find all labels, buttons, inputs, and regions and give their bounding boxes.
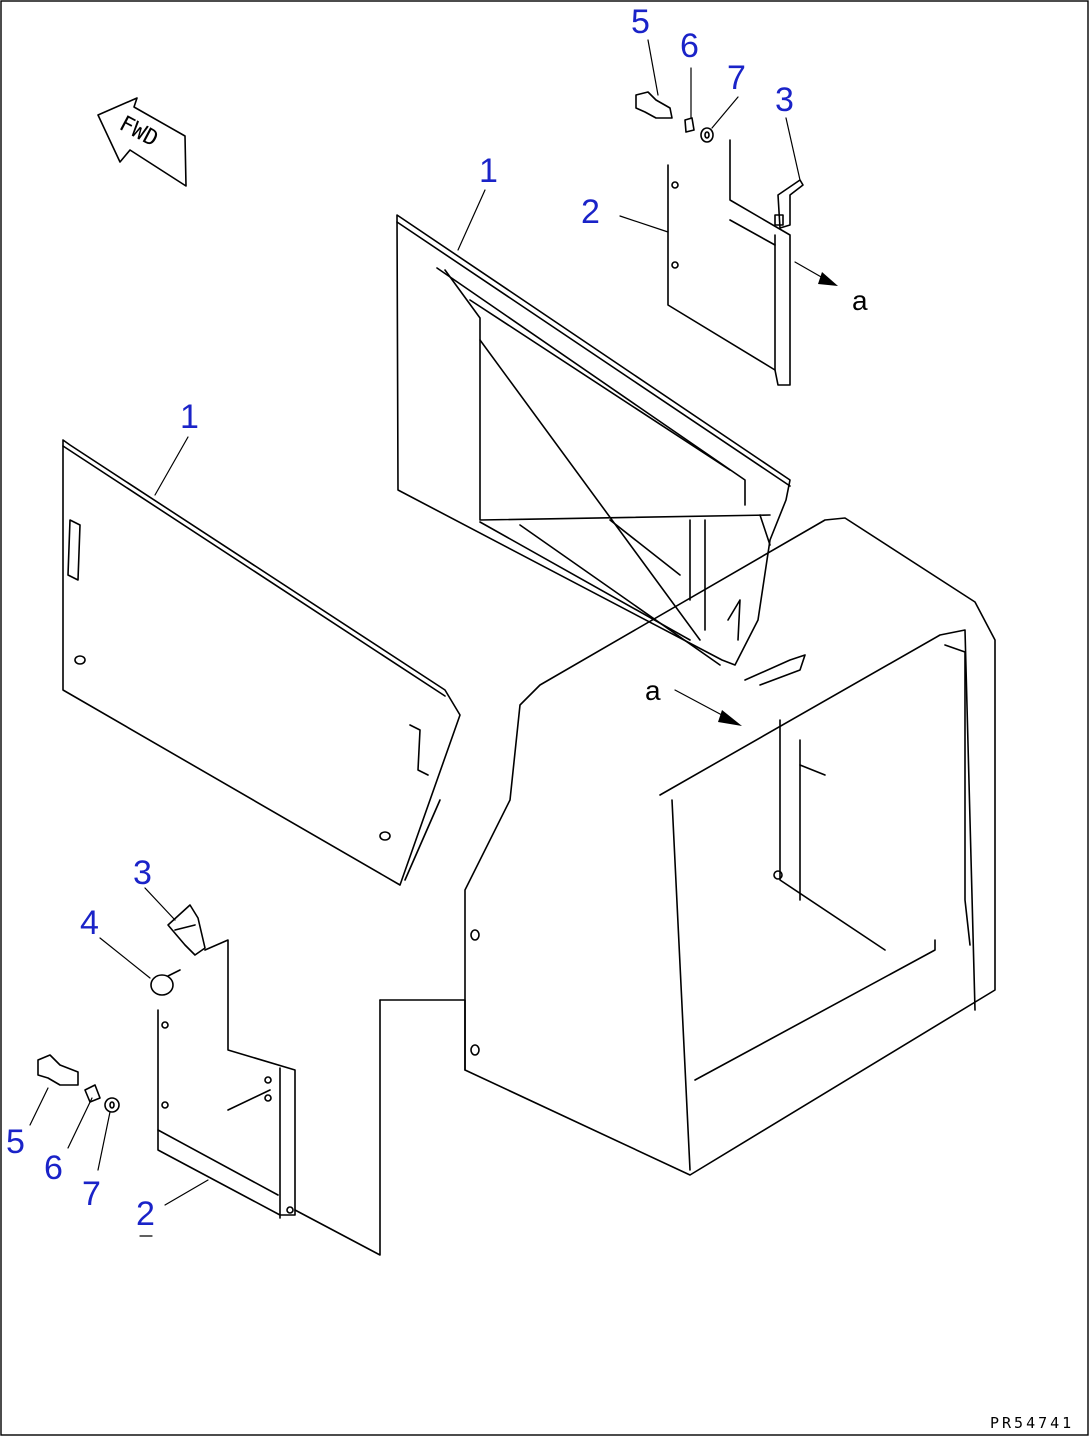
callout-top-5: 5 (631, 3, 650, 41)
view-arrow-upper: a (794, 261, 868, 316)
upper-washer-icon (700, 127, 714, 143)
lower-knob-icon (150, 969, 181, 996)
fwd-label: FWD (115, 111, 162, 152)
callout-bottom-7: 7 (82, 1175, 101, 1213)
callout-bottom-2: 2 (136, 1195, 155, 1233)
cab-body (464, 517, 996, 1176)
fwd-arrow-icon: FWD (97, 97, 187, 187)
leader-lines (29, 39, 801, 1206)
upper-cover-panel (396, 214, 791, 666)
view-marker-upper: a (852, 285, 868, 316)
callout-bottom-5: 5 (6, 1123, 25, 1161)
callout-bottom-6: 6 (44, 1149, 63, 1187)
callout-top-6: 6 (680, 27, 699, 65)
upper-bolt-icon (635, 91, 673, 119)
callout-upper-panel-1: 1 (479, 152, 498, 190)
upper-latch-icon (774, 179, 804, 229)
lower-washer-icon (104, 1097, 120, 1113)
lower-lock-washer-icon (84, 1084, 101, 1103)
callout-top-2: 2 (581, 193, 600, 231)
callout-top-3: 3 (775, 81, 794, 119)
lower-bolt-icon (37, 1054, 79, 1086)
drawing-code: PR54741 (990, 1414, 1074, 1432)
callout-bottom-3: 3 (133, 854, 152, 892)
callout-left-panel-1: 1 (180, 398, 199, 436)
left-side-panel (62, 439, 461, 886)
upper-bracket-plate (667, 139, 791, 386)
view-arrow-lower: a (645, 675, 742, 726)
view-marker-lower: a (645, 675, 661, 706)
upper-lock-washer-icon (684, 117, 695, 133)
callout-top-7: 7 (727, 59, 746, 97)
lower-bracket-plate (157, 939, 296, 1219)
callout-bottom-4: 4 (80, 904, 99, 942)
callout-numbers: 5 6 7 3 2 1 1 3 4 5 6 7 2 (6, 3, 794, 1237)
lower-latch-icon (167, 904, 206, 956)
lower-cover-sheet (294, 999, 466, 1256)
